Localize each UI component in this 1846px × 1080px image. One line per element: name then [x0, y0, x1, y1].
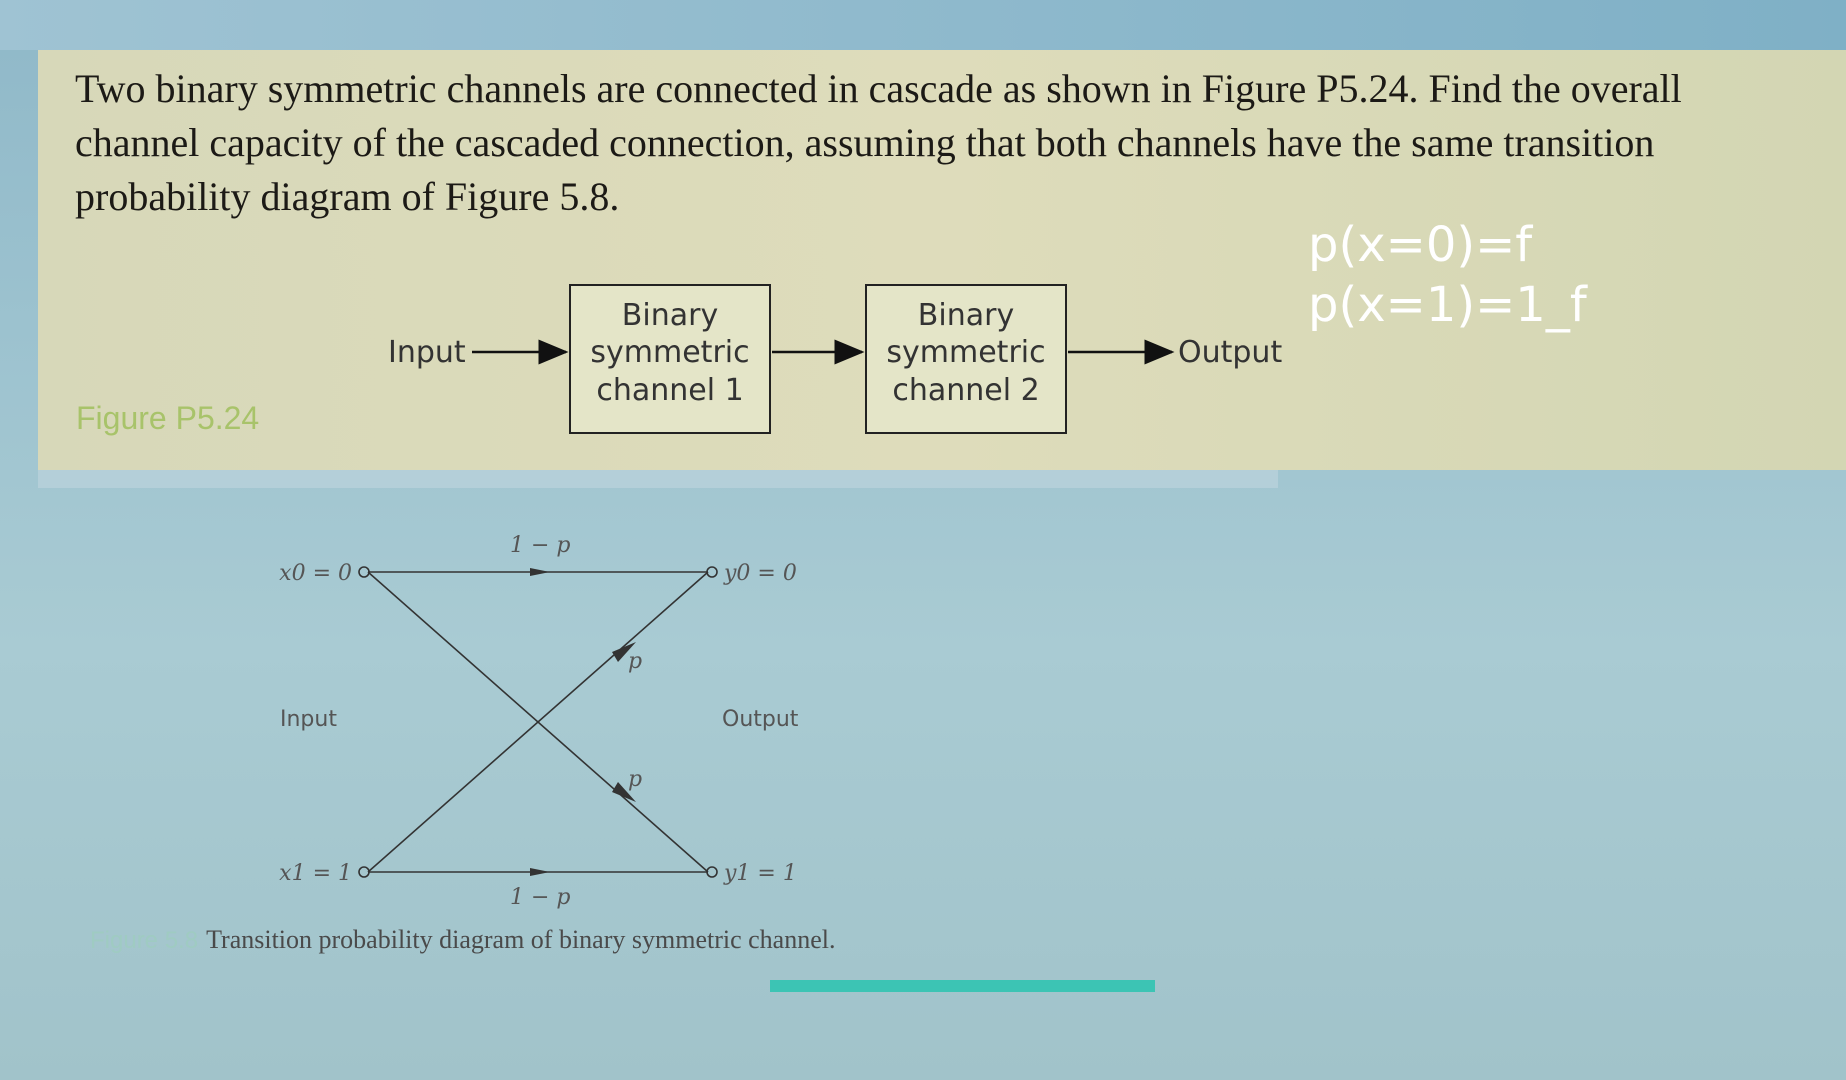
node-x1 [358, 866, 370, 878]
channel-2-line-2: symmetric [886, 335, 1045, 370]
figure-58-caption-number: Figure 5.8 [90, 927, 199, 954]
edge-x1-y0 [367, 571, 709, 873]
cascade-block-diagram: Input Binary symmetric channel 1 Binary … [388, 284, 1282, 434]
panel-divider [38, 470, 1278, 488]
handwritten-note-line-1: p(x=0)=f [1308, 217, 1533, 273]
channel-1-line-2: symmetric [590, 335, 749, 370]
node-x0 [358, 566, 370, 578]
channel-2-box [865, 284, 1067, 434]
handwritten-note-line-2: p(x=1)=1_f [1308, 277, 1587, 333]
channel-1-line-1: Binary [622, 298, 718, 333]
channel-1-box [569, 284, 771, 434]
figure-p524-caption: Figure P5.24 [76, 400, 260, 436]
node-y0 [706, 566, 718, 578]
arrow-top [530, 568, 550, 576]
label-bottom-prob: 1 − p [510, 885, 571, 910]
cascade-input-label: Input [388, 335, 466, 370]
channel-2-line-3: channel 2 [892, 373, 1039, 408]
channel-1-line-3: channel 1 [596, 373, 743, 408]
figure-58-caption: Figure 5.8 Transition probability diagram… [90, 925, 835, 955]
accent-bar [770, 980, 1155, 992]
label-x1: x1 = 1 [279, 861, 352, 886]
label-cross-prob-upper: p [628, 649, 642, 674]
arrow-cross-up [612, 642, 636, 662]
arrow-bottom [530, 868, 550, 876]
label-y0: y0 = 0 [723, 561, 797, 586]
backdrop-band [0, 0, 1846, 50]
arrow-cross-down [612, 782, 636, 802]
label-y1: y1 = 1 [723, 861, 797, 886]
label-top-prob: 1 − p [510, 533, 571, 558]
channel-2-line-1: Binary [918, 298, 1014, 333]
label-x0: x0 = 0 [279, 561, 352, 586]
node-y1 [706, 866, 718, 878]
label-cross-prob-lower: p [628, 767, 642, 792]
bsc-input-label: Input [280, 707, 337, 732]
figure-58-caption-text: Transition probability diagram of binary… [206, 925, 836, 954]
bsc-transition-diagram: x0 = 0 x1 = 1 y0 = 0 y1 = 1 1 − p 1 − p … [279, 533, 799, 910]
bsc-output-label: Output [722, 707, 799, 732]
cascade-output-label: Output [1178, 335, 1282, 370]
problem-statement: Two binary symmetric channels are connec… [75, 66, 1682, 219]
